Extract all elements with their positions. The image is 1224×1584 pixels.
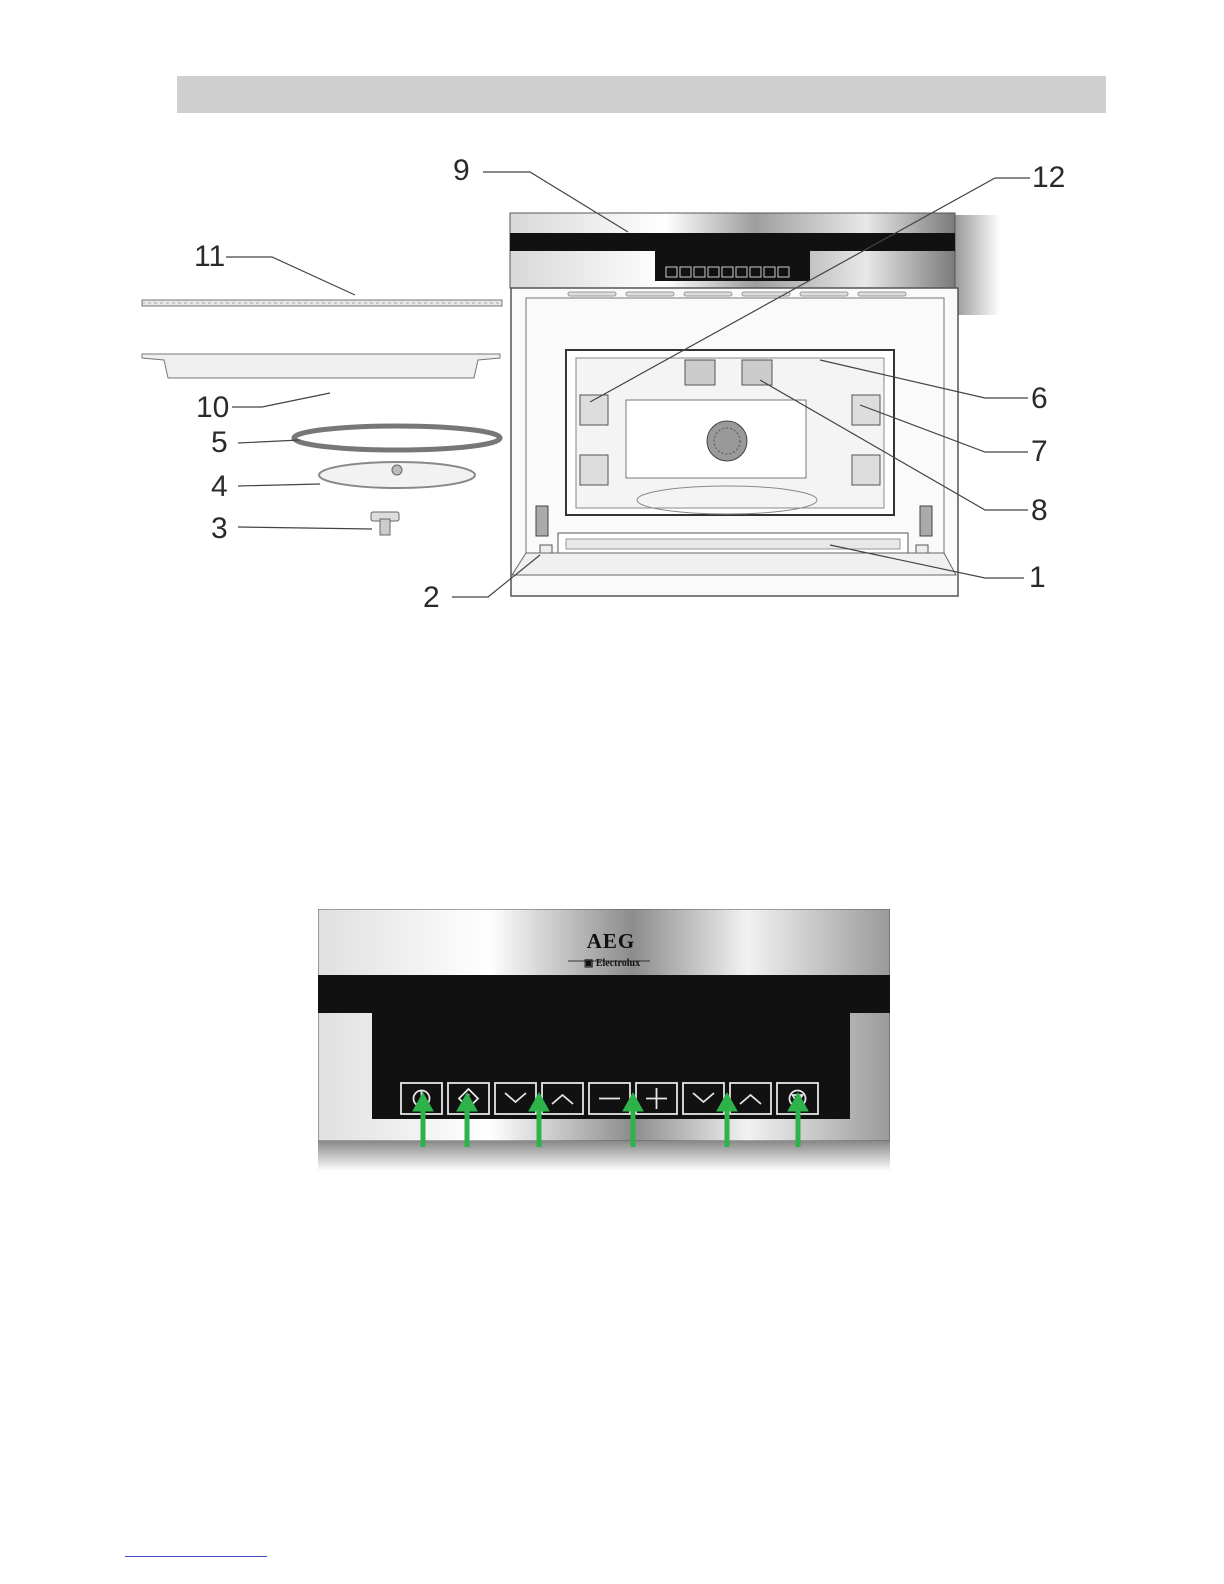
- electrolux-text: Electrolux: [596, 958, 640, 969]
- turntable-support: [319, 462, 475, 488]
- indicator-arrows: [398, 1085, 824, 1149]
- arrow-mode: [457, 1093, 477, 1147]
- arrow-start: [788, 1093, 808, 1147]
- oven-exploded-diagram: [0, 0, 1224, 640]
- callout-12: 12: [1032, 163, 1065, 193]
- baking-tray: [142, 354, 500, 378]
- callout-9: 9: [453, 156, 470, 186]
- callout-1: 1: [1029, 563, 1046, 593]
- arrow-right-pair: [717, 1093, 737, 1147]
- callout-10: 10: [196, 393, 229, 423]
- arrow-left-pair: [529, 1093, 549, 1147]
- electrolux-mark-icon: ▣: [584, 958, 593, 969]
- callout-5: 5: [211, 428, 228, 458]
- oven-body: [510, 213, 1000, 596]
- arrow-power: [413, 1093, 433, 1147]
- callout-8: 8: [1031, 496, 1048, 526]
- callout-2: 2: [423, 583, 440, 613]
- drive-coupling: [371, 512, 399, 535]
- aeg-logo: AEG: [581, 929, 641, 954]
- electrolux-logo: ▣ Electrolux: [580, 958, 644, 969]
- grill-rack: [142, 300, 502, 306]
- callout-11: 11: [194, 242, 225, 272]
- arrow-plus-minus: [623, 1093, 643, 1147]
- turntable-ring: [294, 426, 500, 450]
- callout-6: 6: [1031, 384, 1048, 414]
- footnote-separator: [125, 1556, 267, 1557]
- callout-4: 4: [211, 472, 228, 502]
- callout-7: 7: [1031, 437, 1048, 467]
- callout-3: 3: [211, 514, 228, 544]
